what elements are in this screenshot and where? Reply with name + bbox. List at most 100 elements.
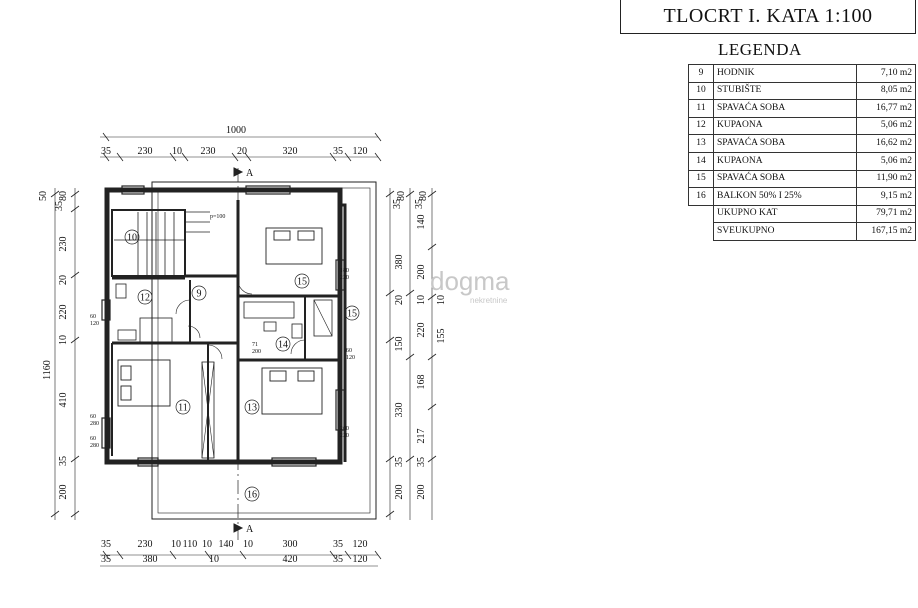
right-mid-dim-label: 155 (436, 329, 447, 344)
right-dim-label: 35 (392, 199, 403, 209)
bottom-dim-label-2: 10 (209, 554, 219, 565)
room-number-circle (137, 289, 153, 305)
bottom-dim-label: 120 (353, 539, 368, 550)
left-dim-label: 410 (58, 393, 69, 408)
bottom-dim-label: 35 (101, 539, 111, 550)
room-number-circle (275, 336, 291, 352)
watermark: dogma (430, 266, 510, 296)
terrace-outline (151, 181, 377, 520)
window-note-8: 280 (90, 421, 99, 427)
bed-15 (265, 227, 323, 265)
left-dim-label: 35 (54, 201, 65, 211)
room-number: 14 (278, 340, 288, 351)
window-note-5: 60 (346, 348, 352, 354)
window-note-9: 60 (90, 436, 96, 442)
bottom-dim-label: 10 (243, 539, 253, 550)
room-number: 16 (247, 490, 257, 501)
door-note-1: 71 (252, 342, 258, 348)
bottom-dim-label-2: 380 (143, 554, 158, 565)
right-outer-dim-label: 10 (416, 295, 427, 305)
door-note-2: 200 (252, 349, 261, 355)
left-dim-label: 50 (38, 191, 49, 201)
right-mid-dim-label: 10 (436, 295, 447, 305)
right-outer-dim-label: 168 (416, 375, 427, 390)
left-dim-label: 80 (58, 191, 69, 201)
bottom-dim-label-2: 420 (283, 554, 298, 565)
right-dim-label: 150 (394, 337, 405, 352)
left-total-dim: 1160 (42, 360, 53, 380)
left-dim-label: 200 (58, 485, 69, 500)
bed-13 (261, 367, 323, 415)
right-dim-label: 80 (396, 191, 407, 201)
room-number: 15 (297, 277, 307, 288)
window-note-6: 120 (346, 355, 355, 361)
window-note-2: 220 (340, 275, 349, 281)
room-number-circle (244, 486, 260, 502)
top-dim-label: 230 (138, 146, 153, 157)
top-dim-label: 35 (101, 146, 111, 157)
bottom-dim-label: 35 (333, 539, 343, 550)
window-note-3: 60 (90, 314, 96, 320)
room-number: 12 (140, 293, 150, 304)
right-outer-dim-label: 200 (416, 485, 427, 500)
room-number: 13 (247, 403, 257, 414)
left-dim-label: 10 (58, 335, 69, 345)
window-note-7: 60 (90, 414, 96, 420)
top-dim-label: 320 (283, 146, 298, 157)
stairs-room (111, 209, 186, 277)
right-outer-dim-label: 220 (416, 323, 427, 338)
legend-cell-area: 16,77 m2 (856, 99, 916, 118)
right-outer-dim-label: 217 (416, 429, 427, 444)
exterior-wall (104, 187, 343, 465)
room-number: 10 (127, 233, 137, 244)
right-outer-dim-label: 200 (416, 265, 427, 280)
room-number: 9 (197, 289, 202, 300)
top-dim-label: 10 (172, 146, 182, 157)
right-outer-dim-label: 80 (418, 191, 429, 201)
room-number-circle (124, 229, 140, 245)
left-dim-label: 220 (58, 305, 69, 320)
window-note-11: 200 (340, 426, 349, 432)
window-note-10: 280 (90, 443, 99, 449)
right-dim-label: 35 (394, 457, 405, 467)
bottom-dim-label: 300 (283, 539, 298, 550)
window-note-1: 180 (340, 268, 349, 274)
top-dim-label: 230 (201, 146, 216, 157)
stair-treads (114, 211, 210, 275)
right-outer-dim-label: 140 (416, 215, 427, 230)
bottom-dim-label: 10 (202, 539, 212, 550)
room-number-circle (191, 285, 207, 301)
section-mark-top: A (246, 168, 254, 179)
room-number-circle (175, 399, 191, 415)
room-number: 11 (178, 403, 188, 414)
bed-11 (117, 359, 171, 407)
legend-total-area: 167,15 m2 (856, 222, 916, 241)
right-dim-label: 20 (394, 295, 405, 305)
top-dim-label: 20 (237, 146, 247, 157)
room-number-circle (344, 305, 360, 321)
top-dim-label: 35 (333, 146, 343, 157)
right-dim-label: 330 (394, 403, 405, 418)
window-note-4: 120 (90, 321, 99, 327)
left-dim-label: 35 (58, 456, 69, 466)
room-number-circle (244, 399, 260, 415)
bottom-dim-label: 10 (171, 539, 181, 550)
left-dim-label: 230 (58, 237, 69, 252)
watermark-sub: nekretnine (470, 296, 508, 305)
bottom-dim-label: 230 (138, 539, 153, 550)
bottom-dim-label: 140 (219, 539, 234, 550)
room-number-circle (294, 273, 310, 289)
right-outer-dim-label: 35 (416, 457, 427, 467)
legend-heading: LEGENDA (718, 40, 802, 59)
right-dim-label: 380 (394, 255, 405, 270)
stair-note: p=100 (210, 214, 225, 220)
